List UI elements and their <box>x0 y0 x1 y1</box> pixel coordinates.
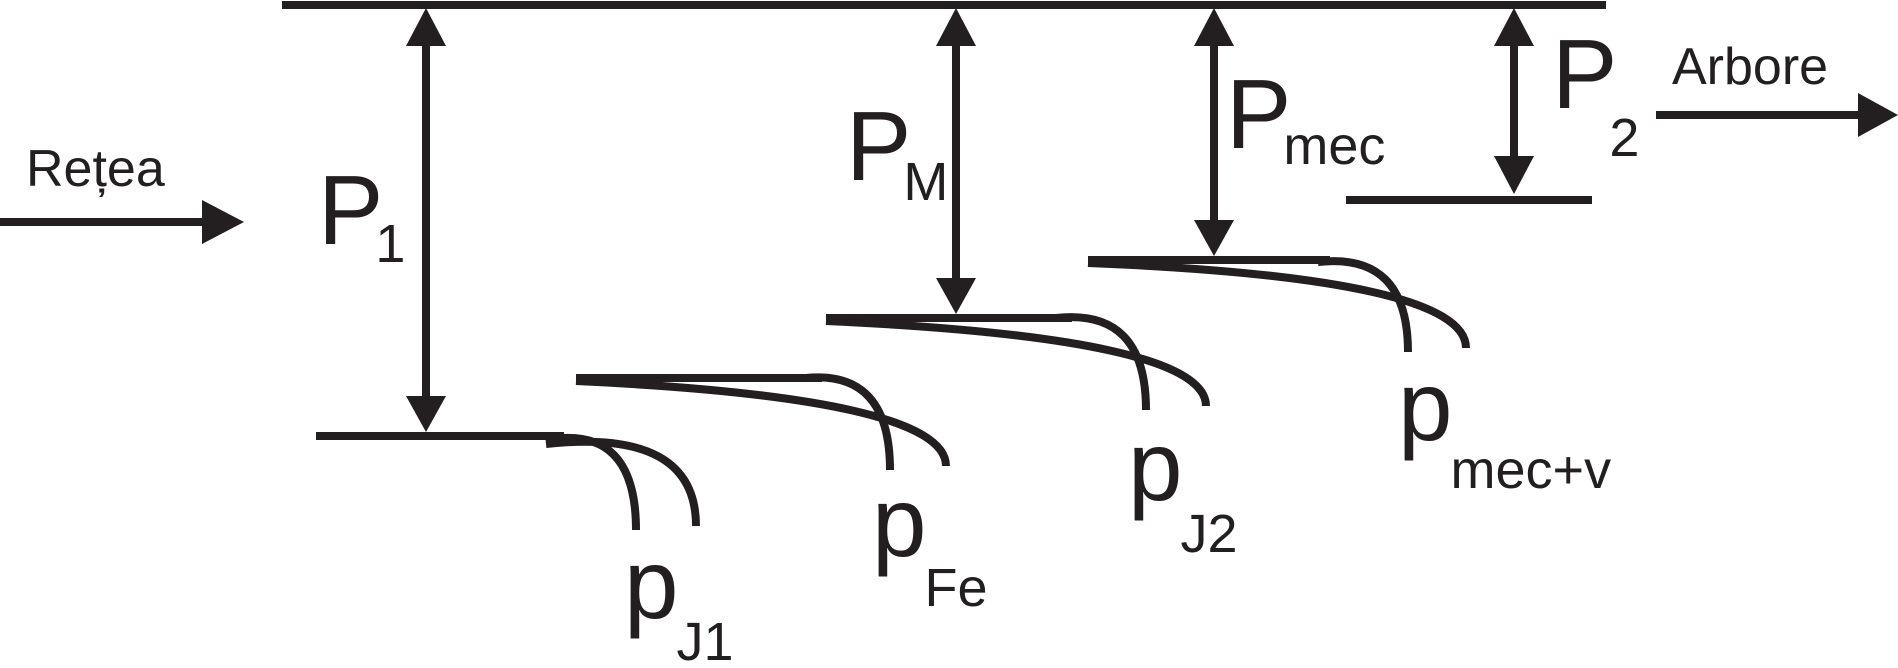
power-label-pm: PM <box>846 91 948 212</box>
loss-branch-pj1 <box>545 433 700 531</box>
output-arrow-head <box>1858 93 1898 137</box>
double-arrow-p2 <box>1494 8 1534 194</box>
power-label-p1: P1 <box>318 155 405 274</box>
input-arrow-head <box>202 200 244 244</box>
loss-branch-pmecv <box>1087 257 1470 353</box>
double-arrow-p1 <box>406 8 446 432</box>
input-label: Rețea <box>26 140 165 198</box>
power-label-pmec: Pmec <box>1226 59 1385 176</box>
output-label: Arbore <box>1672 38 1828 96</box>
double-arrow-pm <box>936 8 976 314</box>
double-arrow-pmec <box>1194 8 1234 256</box>
loss-branch-pfe <box>575 373 950 471</box>
loss-branch-pj2 <box>825 313 1210 411</box>
